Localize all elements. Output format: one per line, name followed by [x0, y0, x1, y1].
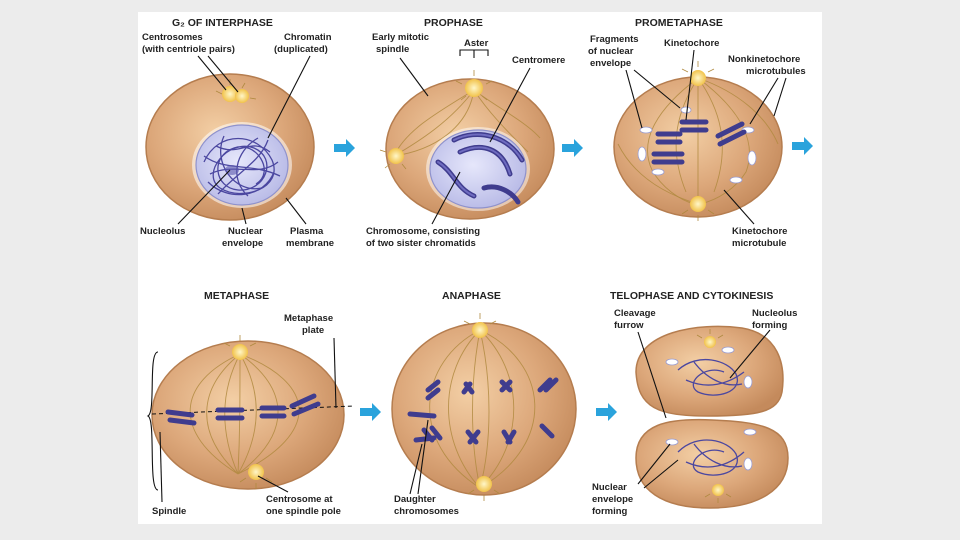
label-aster: Aster	[464, 38, 489, 49]
label-daughter-2: chromosomes	[394, 506, 459, 517]
label-centrosome-pole-1: Centrosome at	[266, 494, 333, 505]
cell-anaphase	[391, 313, 577, 501]
label-cleavage-2: furrow	[614, 320, 644, 331]
label-spindle: Spindle	[152, 506, 186, 517]
label-plasma-membrane-1: Plasma	[290, 226, 324, 237]
label-nucleolus: Nucleolus	[140, 226, 185, 237]
arrow-icon	[334, 137, 813, 157]
label-chromosome-1: Chromosome, consisting	[366, 226, 480, 237]
label-nonkinetochore-1: Nonkinetochore	[728, 54, 800, 65]
label-fragments-1: Fragments	[590, 34, 639, 45]
cell-prophase	[379, 70, 555, 220]
label-centrosomes-1: Centrosomes	[142, 32, 203, 43]
label-nonkinetochore-2: microtubules	[746, 66, 806, 77]
centrosome-icon	[379, 70, 493, 170]
arrow-icon	[360, 403, 617, 421]
label-chromatin-2: (duplicated)	[274, 44, 328, 55]
title-g2: G₂ OF INTERPHASE	[172, 17, 273, 29]
label-nuclear-envelope-2: envelope	[222, 238, 263, 249]
label-envelope-forming-1: Nuclear	[592, 482, 627, 493]
label-chromosome-2: of two sister chromatids	[366, 238, 476, 249]
label-metaphase-plate-1: Metaphase	[284, 313, 333, 324]
label-metaphase-plate-2: plate	[302, 325, 324, 336]
label-kinetochore-mt-2: microtubule	[732, 238, 786, 249]
label-nucleolus-forming-1: Nucleolus	[752, 308, 797, 319]
label-plasma-membrane-2: membrane	[286, 238, 334, 249]
slide: G₂ OF INTERPHASE PROPHASE PROMETAPHASE M…	[138, 12, 822, 524]
title-telophase: TELOPHASE AND CYTOKINESIS	[610, 290, 773, 302]
cell-telophase	[635, 325, 789, 509]
title-prometaphase: PROMETAPHASE	[635, 17, 723, 29]
mitosis-diagram: G₂ OF INTERPHASE PROPHASE PROMETAPHASE M…	[140, 17, 813, 517]
label-nuclear-envelope-1: Nuclear	[228, 226, 263, 237]
label-centromere: Centromere	[512, 55, 565, 66]
label-kinetochore-mt-1: Kinetochore	[732, 226, 787, 237]
centrosome-icon	[223, 335, 273, 489]
daughter-cell-bottom	[635, 418, 789, 509]
cell-metaphase	[151, 335, 355, 490]
label-centrosomes-2: (with centriole pairs)	[142, 44, 235, 55]
label-fragments-2: of nuclear	[588, 46, 634, 57]
label-kinetochore: Kinetochore	[664, 38, 719, 49]
nuclear-envelope-fragments	[665, 346, 757, 471]
label-daughter-1: Daughter	[394, 494, 436, 505]
label-early-spindle-2: spindle	[376, 44, 409, 55]
label-nucleolus-forming-2: forming	[752, 320, 788, 331]
label-cleavage-1: Cleavage	[614, 308, 656, 319]
title-prophase: PROPHASE	[424, 17, 483, 29]
nuclear-fragments	[637, 106, 757, 184]
label-chromatin-1: Chromatin	[284, 32, 332, 43]
label-envelope-forming-3: forming	[592, 506, 628, 517]
title-anaphase: ANAPHASE	[442, 290, 501, 302]
title-metaphase: METAPHASE	[204, 290, 269, 302]
label-early-spindle-1: Early mitotic	[372, 32, 429, 43]
cell-prometaphase	[613, 61, 783, 221]
label-fragments-3: envelope	[590, 58, 631, 69]
centrosome-icon	[696, 329, 732, 503]
label-centrosome-pole-2: one spindle pole	[266, 506, 341, 517]
cell-g2	[145, 73, 315, 221]
centrosome-icon	[463, 313, 501, 501]
centrosome-icon	[681, 61, 715, 221]
label-envelope-forming-2: envelope	[592, 494, 633, 505]
